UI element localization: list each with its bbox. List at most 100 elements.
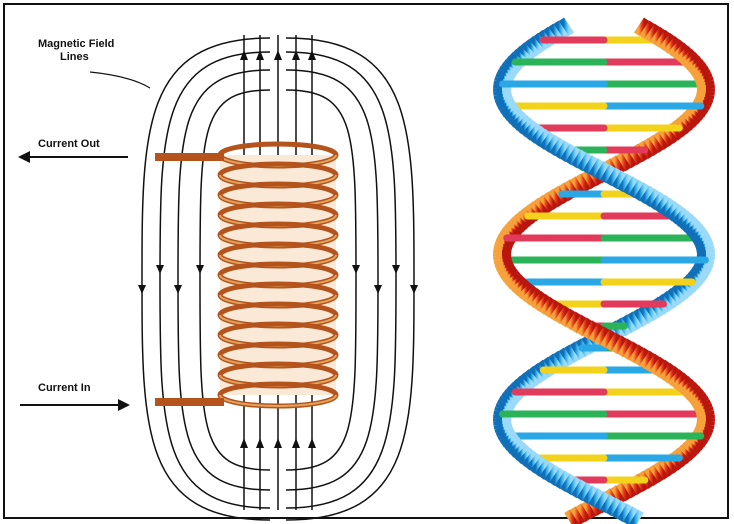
dna-strand-red — [593, 331, 599, 335]
dna-strand-blue — [695, 229, 698, 233]
dna-strand-red — [519, 220, 522, 224]
dna-strand-red — [545, 304, 550, 308]
dna-strand-blue — [702, 265, 703, 269]
dna-strand-red — [520, 286, 523, 290]
dna-strand-red — [554, 310, 559, 314]
dna-strand-blue — [655, 199, 660, 203]
dna-strand-red — [582, 325, 588, 329]
dna-strand-blue — [616, 508, 622, 512]
dna-strand-blue — [520, 451, 523, 455]
dna-strand-blue — [685, 220, 688, 224]
dna-strand-blue — [599, 499, 605, 503]
dna-strand-blue — [605, 502, 611, 506]
dna-strand-red — [669, 373, 673, 377]
dna-strand-red — [543, 202, 548, 206]
dna-strand-red — [506, 268, 508, 272]
dna-strand-blue — [701, 238, 703, 242]
dna-strand-blue — [648, 310, 653, 314]
dna-strand-blue — [514, 115, 517, 119]
dna-strand-blue — [672, 295, 676, 299]
dna-strand-red — [650, 361, 655, 365]
dna-strand-blue — [519, 55, 522, 59]
dna-strand-blue — [554, 145, 559, 149]
dna-strand-red — [654, 142, 659, 146]
dna-strand-red — [575, 514, 581, 518]
dna-strand-blue — [549, 142, 554, 146]
dna-strand-blue — [677, 292, 681, 296]
dna-strand-red — [534, 208, 538, 212]
dna-strand-blue — [530, 46, 534, 50]
dna-strand-blue — [639, 190, 644, 194]
dna-strand-red — [639, 355, 644, 359]
dna-strand-red — [668, 463, 672, 467]
dna-strand-blue — [650, 196, 655, 200]
dna-strand-red — [626, 157, 632, 161]
dna-strand-blue — [576, 157, 582, 161]
dna-strand-red — [699, 70, 701, 74]
dna-strand-blue — [504, 430, 505, 434]
dna-strand-blue — [699, 271, 701, 275]
dna-strand-red — [689, 388, 692, 392]
dna-strand-blue — [684, 286, 687, 290]
dna-strand-red — [684, 121, 687, 125]
dna-strand-blue — [519, 385, 522, 389]
dna-strand-blue — [633, 187, 639, 191]
magnetic-field-label-line2: Lines — [38, 51, 114, 64]
dna-strand-blue — [512, 112, 515, 116]
dna-strand-blue — [674, 211, 678, 215]
dna-strand-red — [659, 139, 664, 143]
dna-strand-blue — [638, 316, 643, 320]
dna-strand-blue — [553, 31, 558, 35]
dna-strand-blue — [558, 358, 563, 362]
dna-strand-red — [685, 385, 688, 389]
dna-strand-blue — [509, 109, 511, 113]
dna-strand-red — [621, 160, 627, 164]
dna-strand-blue — [570, 484, 576, 488]
dna-strand-blue — [504, 100, 505, 104]
dna-strand-blue — [697, 232, 699, 236]
dna-strand-red — [644, 28, 649, 32]
dna-strand-blue — [593, 496, 599, 500]
dna-strand-blue — [616, 178, 622, 182]
dna-strand-blue — [632, 319, 638, 323]
dna-strand-red — [639, 25, 644, 29]
dna-strand-blue — [520, 121, 523, 125]
dna-base-pairs — [502, 40, 705, 502]
dna-strand-blue — [507, 70, 509, 74]
dna-strand-red — [517, 283, 520, 287]
dna-strand-blue — [576, 487, 582, 491]
dna-strand-blue — [622, 511, 628, 515]
dna-strand-red — [685, 55, 688, 59]
dna-strand-blue — [536, 463, 540, 467]
dna-strand-blue — [570, 154, 576, 158]
dna-strand-blue — [526, 49, 530, 53]
dna-strand-blue — [611, 175, 617, 179]
dna-strand-blue — [549, 472, 554, 476]
dna-strand-red — [540, 301, 545, 305]
dna-strand-blue — [565, 151, 570, 155]
dna-strand-blue — [669, 208, 673, 212]
dna-strand-red — [701, 403, 703, 407]
dna-strand-blue — [536, 133, 540, 137]
dna-strand-blue — [593, 166, 599, 170]
dna-strand-blue — [506, 103, 508, 107]
dna-strand-blue — [509, 439, 511, 443]
dna-strand-blue — [534, 373, 538, 377]
dna-strand-blue — [507, 436, 509, 440]
dna-strand-blue — [517, 448, 520, 452]
dna-strand-red — [663, 466, 668, 470]
dna-strand-red — [527, 292, 531, 296]
magnetic-field-label: Magnetic Field Lines — [38, 38, 114, 64]
dna-strand-blue — [643, 313, 648, 317]
dna-strand-red — [512, 277, 515, 281]
dna-strand-blue — [505, 73, 507, 77]
dna-strand-red — [628, 349, 634, 353]
dna-strand-red — [692, 391, 695, 395]
dna-strand-red — [644, 358, 649, 362]
dna-strand-red — [622, 346, 628, 350]
dna-strand-blue — [628, 184, 634, 188]
dna-strand-red — [665, 40, 670, 44]
dna-strand-blue — [681, 289, 685, 293]
dna-strand-blue — [560, 478, 565, 482]
dna-strand-blue — [564, 25, 569, 29]
